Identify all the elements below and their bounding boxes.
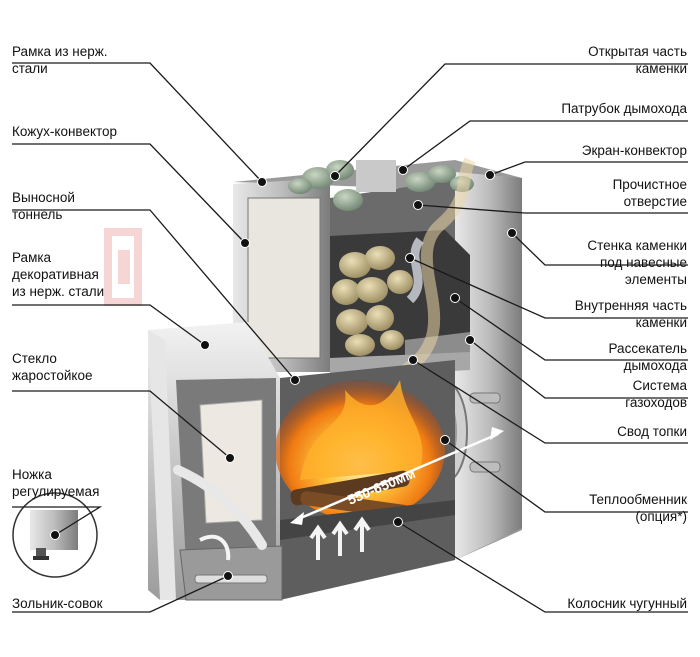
label-adjustable-leg: Ножка регулируемая [12, 467, 100, 499]
leader-dot-remote-tunnel [290, 375, 300, 385]
leader-convector-casing [12, 143, 246, 244]
label-open-heater: Открытая часть каменки [588, 44, 687, 76]
label-smoke-divider: Рассекатель дымохода [608, 341, 688, 373]
leader-flue-pipe [402, 120, 688, 171]
leader-smoke-divider [454, 297, 688, 361]
leader-remote-tunnel [12, 209, 296, 381]
leader-firebox-vault [412, 359, 688, 444]
label-frame-steel: Рамка из нерж. стали [12, 44, 108, 76]
leader-dot-screen-convector [485, 170, 495, 180]
leader-dot-heat-exchanger [440, 435, 450, 445]
leader-dot-firebox-vault [408, 355, 418, 365]
firebox-front [148, 322, 455, 601]
leader-dot-cleaning-hole [413, 200, 423, 210]
leader-heat-glass [12, 390, 231, 459]
leader-dot-inner-heater [405, 253, 415, 263]
leader-dot-convector-casing [240, 238, 250, 248]
leader-dot-cast-grate [393, 517, 403, 527]
leader-dot-flue-pipe [398, 165, 408, 175]
label-inner-heater: Внутренняя часть каменки [574, 298, 687, 330]
smoke [401, 157, 476, 376]
leader-cast-grate [397, 521, 688, 613]
leader-adjustable-leg [12, 506, 103, 536]
leader-dot-open-heater [330, 171, 340, 181]
leader-dot-gas-duct [465, 335, 475, 345]
label-heat-glass: Стекло жаростойкое [12, 351, 93, 383]
leader-dot-heat-glass [225, 453, 235, 463]
label-screen-convector: Экран-конвектор [581, 143, 687, 158]
label-cleaning-hole: Прочистное отверстие [612, 177, 687, 209]
leader-dot-heater-wall [507, 228, 517, 238]
leader-heater-wall [511, 232, 688, 266]
leader-dot-smoke-divider [450, 293, 460, 303]
leader-dot-frame-steel [257, 177, 267, 187]
label-heater-wall: Стенка каменки под навесные элементы [587, 238, 687, 287]
leader-decorative-frame [12, 304, 206, 346]
leader-dot-adjustable-leg [50, 530, 60, 540]
leader-inner-heater [409, 257, 688, 319]
label-cast-grate: Колосник чугунный [567, 596, 687, 611]
leader-dot-decorative-frame [200, 340, 210, 350]
leader-lines [12, 62, 688, 613]
label-firebox-vault: Свод топки [617, 424, 687, 439]
label-ash-scoop: Зольник-совок [12, 596, 103, 611]
inner-stones [332, 246, 413, 356]
leader-dot-ash-scoop [223, 571, 233, 581]
label-decorative-frame: Рамка декоративная из нерж. стали [12, 250, 105, 299]
leader-screen-convector [489, 161, 688, 176]
label-heat-exchanger: Теплообменник (опция*) [589, 492, 687, 524]
label-flue-pipe: Патрубок дымохода [561, 101, 687, 116]
leader-frame-steel [12, 62, 263, 183]
label-convector-casing: Кожух-конвектор [12, 124, 118, 139]
leader-gas-duct [469, 339, 688, 399]
open-stones [288, 160, 474, 211]
leader-open-heater [334, 63, 688, 177]
label-remote-tunnel: Выносной тоннель [12, 190, 75, 222]
leader-heat-exchanger [444, 439, 688, 513]
label-gas-duct: Система газоходов [625, 378, 687, 410]
leader-cleaning-hole [417, 204, 688, 214]
leader-ash-scoop [12, 575, 229, 613]
